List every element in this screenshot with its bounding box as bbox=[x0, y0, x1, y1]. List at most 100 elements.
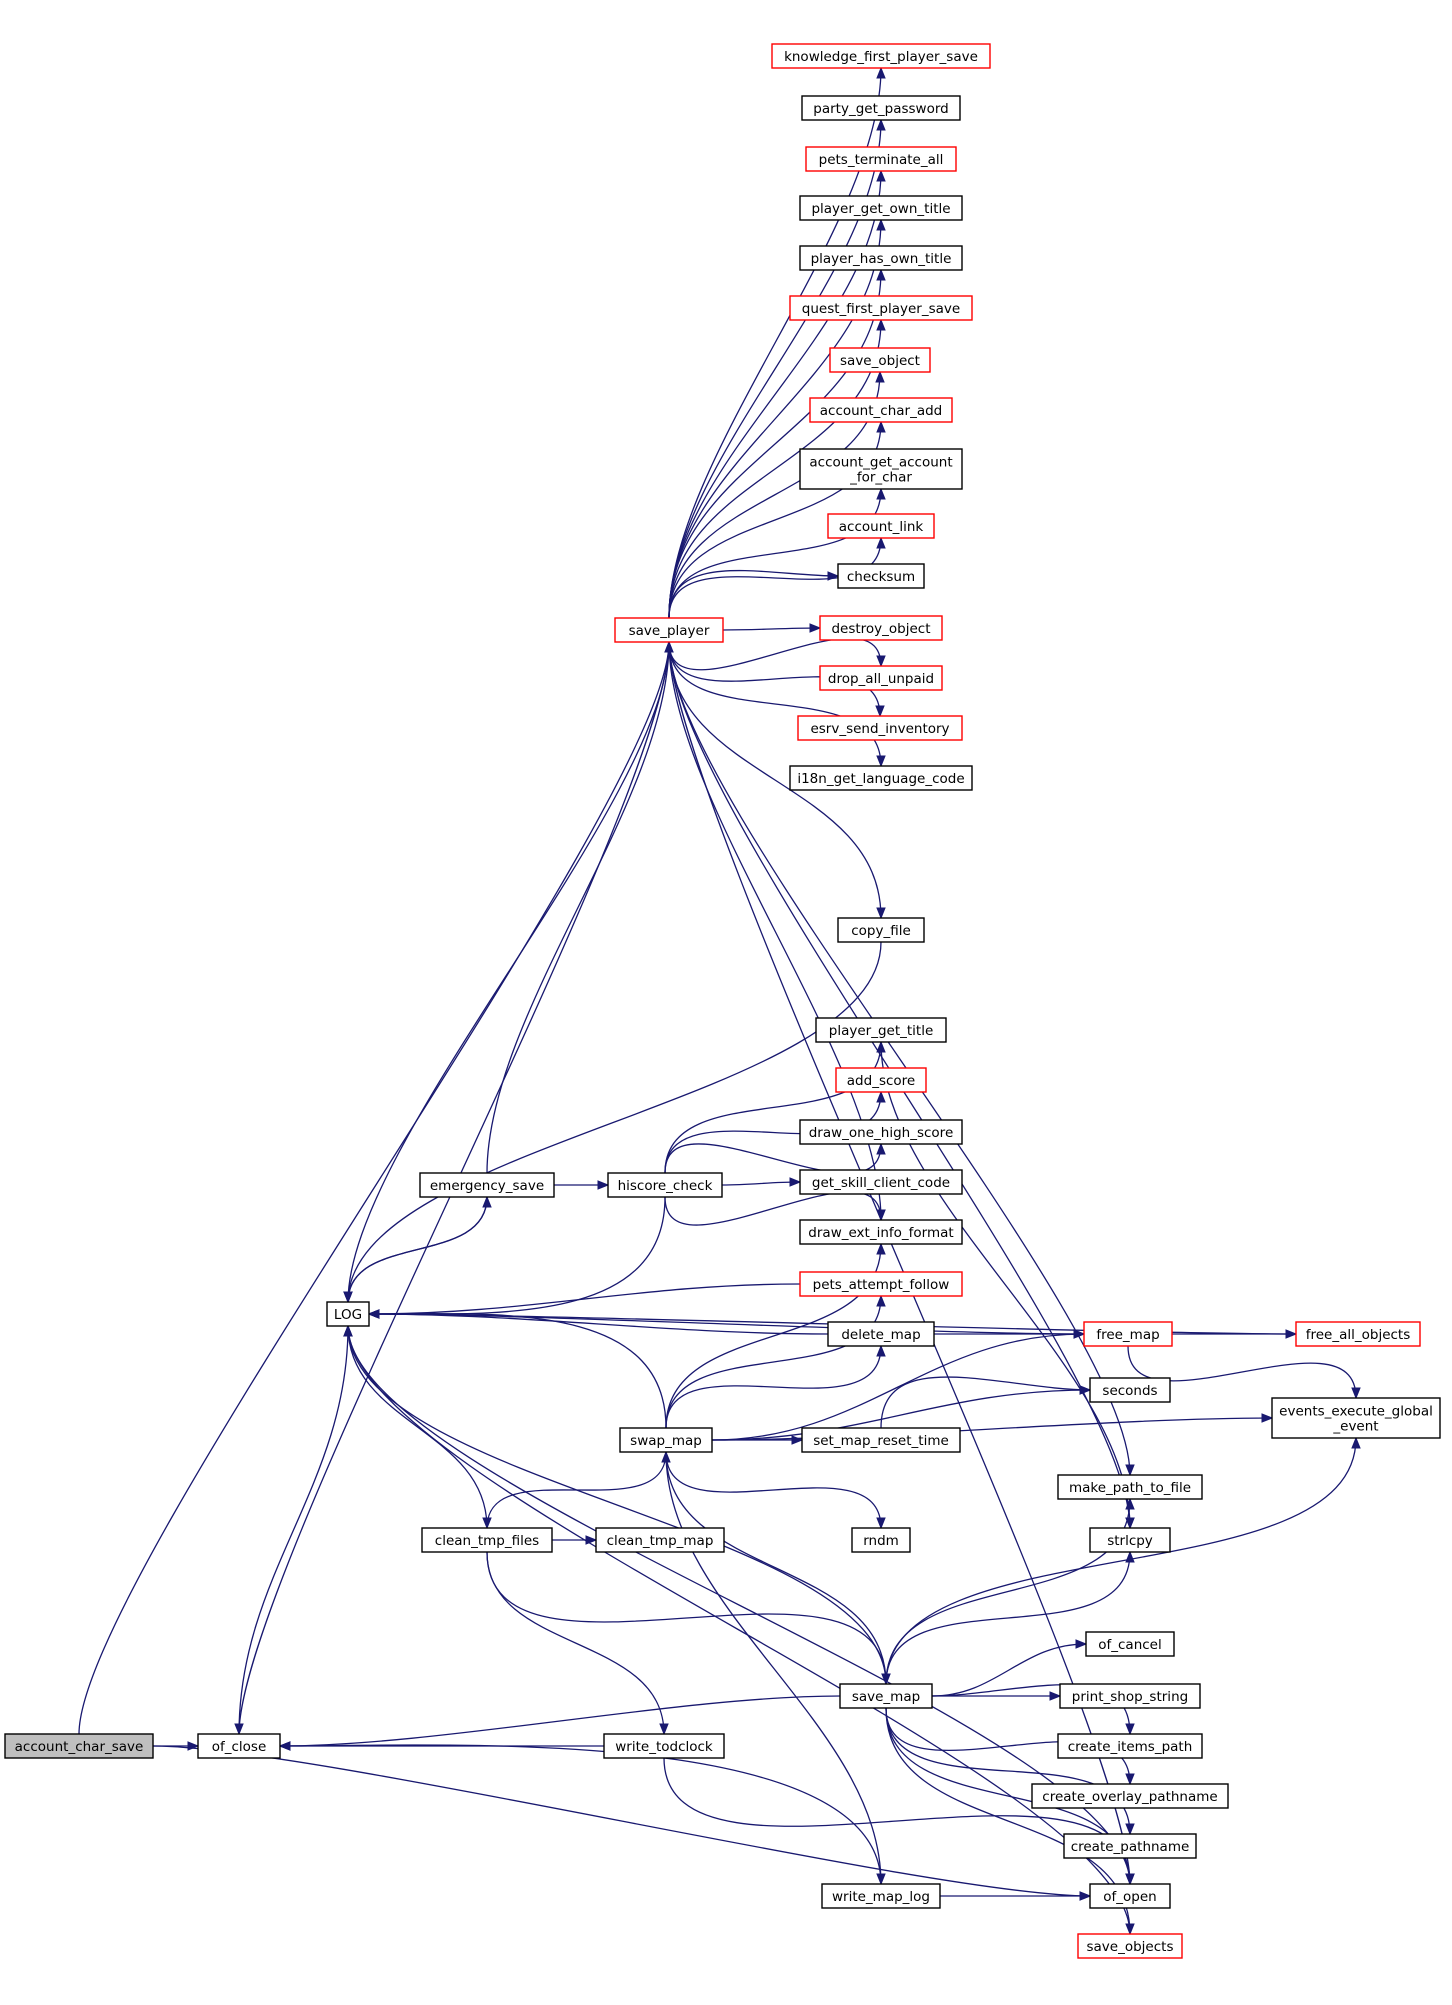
node-draw_ext_info_format[interactable]: draw_ext_info_format bbox=[799, 1219, 963, 1245]
node-label: copy_file bbox=[851, 923, 911, 939]
node-account_link[interactable]: account_link bbox=[827, 513, 935, 539]
node-player_has_own_title[interactable]: player_has_own_title bbox=[799, 245, 963, 271]
arrowhead-icon bbox=[661, 1450, 671, 1463]
arrowhead-icon bbox=[876, 536, 886, 549]
node-box bbox=[1057, 1733, 1203, 1759]
node-of_cancel[interactable]: of_cancel bbox=[1085, 1631, 1175, 1657]
edge-save_map-to-of_cancel bbox=[931, 1643, 1087, 1697]
node-clean_tmp_map[interactable]: clean_tmp_map bbox=[595, 1527, 725, 1553]
arrowhead-icon bbox=[278, 1741, 291, 1751]
node-pets_terminate_all[interactable]: pets_terminate_all bbox=[805, 146, 957, 172]
edge-write_map_log-to-of_close bbox=[279, 1744, 882, 1885]
node-box bbox=[326, 1301, 370, 1327]
node-box bbox=[789, 765, 973, 791]
edge-swap_map-to-rndm bbox=[665, 1451, 882, 1529]
edge-save_map-to-create_pathname bbox=[885, 1707, 1131, 1835]
node-box bbox=[619, 1427, 713, 1453]
node-destroy_object[interactable]: destroy_object bbox=[819, 615, 943, 641]
arrowhead-icon bbox=[234, 1723, 244, 1736]
edge-swap_map-to-seconds bbox=[711, 1389, 1091, 1441]
node-box bbox=[827, 513, 935, 539]
edge-save_player-to-pets_terminate_all bbox=[668, 170, 882, 619]
node-label: save_map bbox=[852, 1689, 920, 1705]
node-emergency_save[interactable]: emergency_save bbox=[419, 1172, 555, 1198]
edge-save_player-to-destroy_object bbox=[722, 627, 821, 631]
node-set_map_reset_time[interactable]: set_map_reset_time bbox=[801, 1427, 961, 1453]
edge-account_char_save-to-save_player bbox=[78, 641, 670, 1735]
node-esrv_send_inventory[interactable]: esrv_send_inventory bbox=[797, 715, 963, 741]
node-get_skill_client_code[interactable]: get_skill_client_code bbox=[799, 1169, 963, 1195]
node-events_execute_global_event[interactable]: events_execute_global_event bbox=[1271, 1397, 1441, 1439]
node-print_shop_string[interactable]: print_shop_string bbox=[1059, 1683, 1201, 1709]
edge-swap_map-to-write_map_log bbox=[665, 1451, 882, 1885]
node-label: player_has_own_title bbox=[811, 251, 952, 267]
node-party_get_password[interactable]: party_get_password bbox=[801, 95, 961, 121]
node-label: save_object bbox=[840, 353, 920, 369]
node-LOG[interactable]: LOG bbox=[326, 1301, 370, 1327]
arrowhead-icon bbox=[1049, 1691, 1062, 1701]
edge-save_player-to-party_get_password bbox=[668, 119, 882, 619]
node-save_player[interactable]: save_player bbox=[614, 617, 724, 643]
node-label: account_char_add bbox=[820, 403, 943, 419]
node-label: print_shop_string bbox=[1072, 1689, 1188, 1705]
node-account_char_save[interactable]: account_char_save bbox=[4, 1733, 154, 1759]
node-save_objects[interactable]: save_objects bbox=[1077, 1933, 1183, 1959]
node-create_overlay_pathname[interactable]: create_overlay_pathname bbox=[1031, 1783, 1229, 1809]
edge-of_close-to-LOG bbox=[238, 1325, 349, 1735]
node-box bbox=[1085, 1631, 1175, 1657]
node-clean_tmp_files[interactable]: clean_tmp_files bbox=[421, 1527, 553, 1553]
node-save_map[interactable]: save_map bbox=[839, 1683, 933, 1709]
node-add_score[interactable]: add_score bbox=[835, 1067, 927, 1093]
node-checksum[interactable]: checksum bbox=[837, 563, 925, 589]
node-label: drop_all_unpaid bbox=[828, 671, 934, 687]
arrowhead-icon bbox=[876, 655, 886, 668]
node-player_get_own_title[interactable]: player_get_own_title bbox=[799, 195, 963, 221]
node-draw_one_high_score[interactable]: draw_one_high_score bbox=[799, 1119, 963, 1145]
node-hiscore_check[interactable]: hiscore_check bbox=[607, 1172, 723, 1198]
node-create_items_path[interactable]: create_items_path bbox=[1057, 1733, 1203, 1759]
node-of_close[interactable]: of_close bbox=[197, 1733, 281, 1759]
node-of_open[interactable]: of_open bbox=[1089, 1883, 1171, 1909]
node-drop_all_unpaid[interactable]: drop_all_unpaid bbox=[819, 665, 943, 691]
node-write_map_log[interactable]: write_map_log bbox=[821, 1883, 941, 1909]
node-make_path_to_file[interactable]: make_path_to_file bbox=[1057, 1474, 1203, 1500]
node-player_get_title[interactable]: player_get_title bbox=[815, 1017, 947, 1043]
node-label: set_map_reset_time bbox=[813, 1433, 949, 1449]
edge-hiscore_check-to-draw_one_high_score bbox=[664, 1143, 882, 1174]
node-label: account_get_account bbox=[809, 455, 952, 471]
node-box bbox=[805, 146, 957, 172]
arrowhead-icon bbox=[876, 118, 886, 131]
node-strlcpy[interactable]: strlcpy bbox=[1089, 1527, 1171, 1553]
edge-save_player-to-checksum bbox=[668, 569, 839, 619]
node-save_object[interactable]: save_object bbox=[829, 347, 931, 373]
node-box bbox=[1089, 1883, 1171, 1909]
arrowhead-icon bbox=[1351, 1436, 1361, 1449]
node-i18n_get_language_code[interactable]: i18n_get_language_code bbox=[789, 765, 973, 791]
node-account_char_add[interactable]: account_char_add bbox=[809, 397, 953, 423]
node-rndm[interactable]: rndm bbox=[851, 1527, 911, 1553]
node-box bbox=[815, 1017, 947, 1043]
arrowhead-icon bbox=[875, 705, 885, 718]
node-label: events_execute_global bbox=[1279, 1404, 1433, 1420]
edge-hiscore_check-to-get_skill_client_code bbox=[721, 1181, 801, 1186]
node-box bbox=[789, 295, 973, 321]
node-knowledge_first_player_save[interactable]: knowledge_first_player_save bbox=[771, 43, 991, 69]
node-delete_map[interactable]: delete_map bbox=[827, 1321, 935, 1347]
node-free_all_objects[interactable]: free_all_objects bbox=[1295, 1321, 1421, 1347]
node-account_get_account_for_char[interactable]: account_get_account_for_char bbox=[799, 448, 963, 490]
edge-delete_map-to-LOG bbox=[368, 1313, 829, 1335]
node-seconds[interactable]: seconds bbox=[1089, 1377, 1171, 1403]
node-create_pathname[interactable]: create_pathname bbox=[1063, 1833, 1197, 1859]
node-copy_file[interactable]: copy_file bbox=[837, 917, 925, 943]
node-label: emergency_save bbox=[430, 1178, 544, 1194]
node-swap_map[interactable]: swap_map bbox=[619, 1427, 713, 1453]
node-quest_first_player_save[interactable]: quest_first_player_save bbox=[789, 295, 973, 321]
node-pets_attempt_follow[interactable]: pets_attempt_follow bbox=[799, 1271, 963, 1297]
node-free_map[interactable]: free_map bbox=[1083, 1321, 1173, 1347]
arrowhead-icon bbox=[876, 169, 886, 182]
arrowhead-icon bbox=[876, 420, 886, 433]
node-label: draw_ext_info_format bbox=[808, 1225, 953, 1241]
node-box bbox=[799, 1119, 963, 1145]
node-label: account_char_save bbox=[15, 1739, 144, 1755]
node-write_todclock[interactable]: write_todclock bbox=[603, 1733, 725, 1759]
